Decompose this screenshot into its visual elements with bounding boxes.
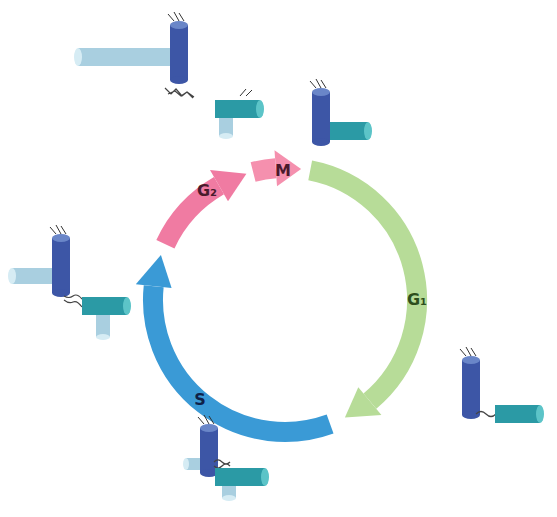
- cohesin-complex: [312, 88, 330, 96]
- cohesin-complex: [261, 468, 269, 486]
- cohesin-complex: [74, 12, 188, 84]
- cohesin-complex: [215, 468, 265, 486]
- s-arrow: [136, 255, 172, 288]
- phase-label: G₁: [407, 292, 427, 308]
- cleaved-cohesin: [165, 88, 194, 98]
- cohesin-complex: [312, 92, 330, 142]
- cohesin-complex: [256, 100, 264, 118]
- g2-arrow: [165, 170, 246, 244]
- cohesin-complex: [183, 415, 269, 501]
- cohesin-complex: [74, 48, 82, 66]
- cohesin-complex: [214, 460, 230, 468]
- cohesin-complex: [310, 79, 372, 146]
- cohesin-complex: [168, 12, 184, 21]
- cohesin-complex: [198, 415, 214, 424]
- g1-arrow: [345, 387, 382, 417]
- cohesin-complex: [52, 289, 70, 297]
- cohesin-complex: [82, 297, 127, 315]
- cohesin-complex: [310, 79, 326, 88]
- cohesin-complex: [96, 334, 110, 340]
- phase-label: G₂: [197, 183, 217, 199]
- phase-label: M: [275, 163, 291, 179]
- cohesin-complex: [52, 234, 70, 242]
- s-arrow: [136, 255, 330, 432]
- cohesin-complex: [536, 405, 544, 423]
- cleaved-cohesin: [165, 88, 194, 98]
- cohesin-complex: [312, 138, 330, 146]
- cohesin-complex: [222, 495, 236, 501]
- cohesin-complex: [12, 268, 54, 284]
- cohesin-complex: [200, 428, 218, 473]
- cohesin-complex: [170, 21, 188, 29]
- cohesin-complex: [78, 48, 170, 66]
- cohesin-complex: [219, 133, 233, 139]
- cohesin-complex: [495, 405, 540, 423]
- cohesin-complex: [96, 315, 110, 337]
- s-arrow: [153, 286, 330, 432]
- cohesin-complex: [8, 268, 16, 284]
- cohesin-complex: [215, 100, 260, 118]
- cohesin-complex: [183, 458, 189, 470]
- cohesin-complex: [170, 25, 188, 80]
- g1-arrow: [310, 170, 417, 401]
- cohesin-complex: [462, 360, 480, 415]
- cohesin-complex: [64, 295, 82, 307]
- m-arrow: [253, 168, 276, 172]
- cohesin-complex: [476, 412, 496, 417]
- cohesin-complex: [52, 238, 70, 293]
- cohesin-complex: [123, 297, 131, 315]
- cohesin-complex: [364, 122, 372, 140]
- m-arrow: [275, 150, 302, 186]
- cohesin-complex: [215, 89, 264, 139]
- cohesin-complex: [240, 89, 252, 96]
- cohesin-complex: [50, 225, 66, 234]
- cohesin-complex: [460, 347, 476, 356]
- cohesin-complex: [328, 122, 368, 140]
- g1-arrow: [310, 170, 417, 417]
- cohesin-complex: [460, 347, 544, 423]
- cohesin-complex: [170, 76, 188, 84]
- cohesin-complex: [462, 356, 480, 364]
- cohesin-complex: [200, 424, 218, 432]
- m-arrow: [253, 150, 301, 186]
- cohesin-complex: [8, 225, 131, 340]
- phase-label: S: [194, 392, 206, 408]
